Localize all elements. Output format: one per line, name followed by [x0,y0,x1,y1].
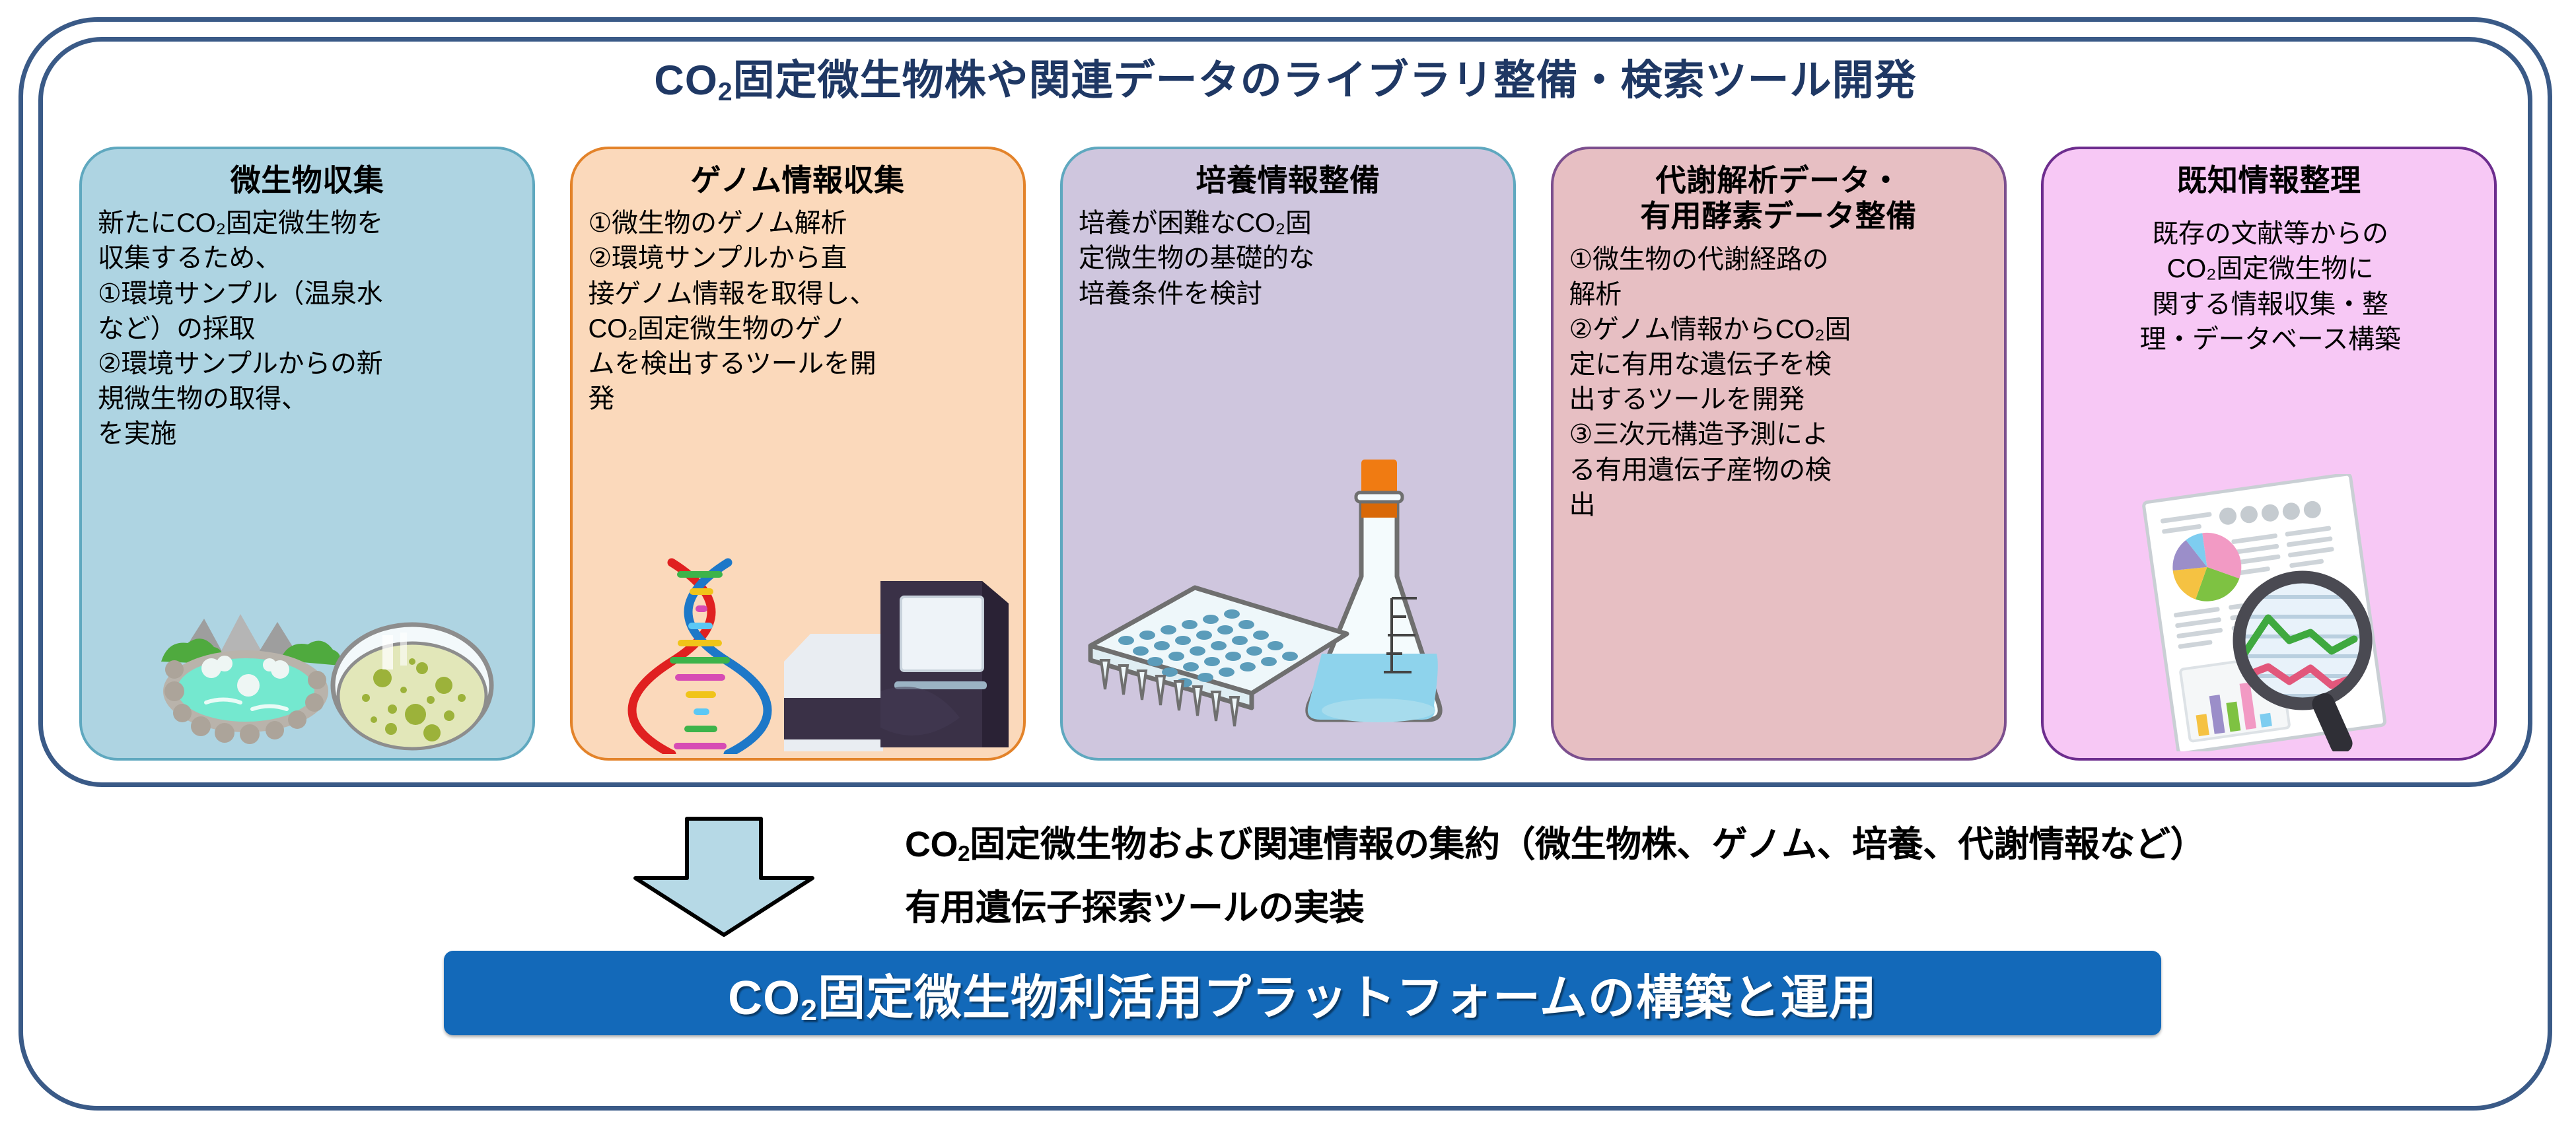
body-line: 培養条件を検討 [1079,279,1262,308]
summary-pre: CO [905,825,958,864]
body-line: ②環境サンプルからの新 [98,349,383,379]
body-line: 培養が困難なCO₂固 [1079,209,1312,238]
report-and-magnifier-icon [2044,472,2494,755]
body-line: 接ゲノム情報を取得し、 [588,279,877,308]
body-line: ①微生物のゲノム解析 [588,209,847,238]
panel-heading-line: 微生物収集 [230,163,384,197]
body-line: 出 [1569,490,1596,520]
panel-body: ①微生物のゲノム解析 ②環境サンプルから直 接ゲノム情報を取得し、 CO₂固定微… [573,198,1023,417]
body-line: 理・データベース構築 [2139,324,2401,354]
panel-heading-line: 既知情報整理 [2176,163,2361,197]
body-line: ②環境サンプルから直 [588,244,847,273]
body-line: 発 [588,384,615,414]
body-line: 既存の文献等からの [2152,219,2388,249]
hot-spring-and-petri-dish-icon [82,556,532,754]
summary-subscript: 2 [958,842,970,867]
title-post: 固定微生物株や関連データのライブラリ整備・検索ツール開発 [733,57,1917,104]
panel-heading-line: 代謝解析データ・ [1655,163,1902,197]
body-line: など）の採取 [98,314,256,343]
body-line: ①環境サンプル（温泉水 [98,279,383,308]
panel-heading: 既知情報整理 [2044,149,2494,198]
panel-heading-line: ゲノム情報収集 [690,163,905,197]
body-line: 解析 [1569,279,1622,309]
panel-heading-line: 培養情報整備 [1196,163,1380,197]
title-pre: CO [654,57,718,104]
title-subscript: 2 [717,77,733,106]
platform-banner[interactable]: CO2固定微生物利活用プラットフォームの構築と運用 [444,951,2161,1035]
upper-section-frame [38,37,2532,787]
panel-body: 既存の文献等からの CO₂固定微生物に 関する情報収集・整 理・データベース構築 [2044,198,2494,357]
panel-row: 微生物収集 新たにCO₂固定微生物を 収集するため、 ①環境サンプル（温泉水 な… [79,147,2497,761]
summary-line-1: CO2固定微生物および関連情報の集約（微生物株、ゲノム、培養、代謝情報など） [905,815,2206,867]
body-line: 定微生物の基礎的な [1079,244,1315,273]
panel-metabolic-analysis-enzyme-data[interactable]: 代謝解析データ・ 有用酵素データ整備 ①微生物の代謝経路の 解析 ②ゲノム情報か… [1550,147,2007,761]
body-line: る有用遺伝子産物の検 [1569,455,1832,485]
panel-body: ①微生物の代謝経路の 解析 ②ゲノム情報からCO₂固 定に有用な遺伝子を検 出す… [1554,234,2004,524]
body-line: ①微生物の代謝経路の [1569,244,1829,274]
body-line: ②ゲノム情報からCO₂固 [1569,314,1851,344]
down-arrow-icon [614,813,832,939]
well-plate-and-flask-icon [1063,448,1513,758]
panel-heading: 微生物収集 [82,149,532,198]
body-line: CO₂固定微生物に [2166,254,2374,284]
body-line: 出するツールを開発 [1569,385,1805,415]
banner-pre: CO [728,971,801,1025]
panel-heading: 培養情報整備 [1063,149,1513,198]
panel-genome-information-collection[interactable]: ゲノム情報収集 ①微生物のゲノム解析 ②環境サンプルから直 接ゲノム情報を取得し… [569,147,1026,761]
banner-post: 固定微生物利活用プラットフォームの構築と運用 [817,971,1877,1025]
body-line: ③三次元構造予測によ [1569,420,1829,450]
panel-heading-line: 有用酵素データ整備 [1640,199,1917,234]
banner-label: CO2固定微生物利活用プラットフォームの構築と運用 [728,959,1877,1028]
body-line: 関する情報収集・整 [2152,289,2388,319]
panel-culture-information[interactable]: 培養情報整備 培養が困難なCO₂固 定微生物の基礎的な 培養条件を検討 [1060,147,1516,761]
body-line: ムを検出するツールを開 [588,349,877,379]
body-line: 収集するため、 [98,244,281,273]
panel-known-information-organizing[interactable]: 既知情報整理 既存の文献等からの CO₂固定微生物に 関する情報収集・整 理・デ… [2041,147,2497,761]
summary-post: 固定微生物および関連情報の集約（微生物株、ゲノム、培養、代謝情報など） [970,825,2206,864]
summary-line-2: 有用遺伝子探索ツールの実装 [905,888,1365,928]
panel-body: 新たにCO₂固定微生物を 収集するため、 ①環境サンプル（温泉水 など）の採取 … [82,198,532,452]
outer-frame [18,17,2552,1111]
panel-heading: ゲノム情報収集 [573,149,1023,198]
body-line: 規微生物の取得、 [98,384,308,414]
body-line: を実施 [98,419,177,449]
page-title: CO2固定微生物株や関連データのライブラリ整備・検索ツール開発 [38,57,2532,106]
body-line: 新たにCO₂固定微生物を [98,209,383,238]
banner-subscript: 2 [801,994,818,1027]
panel-microbe-collection[interactable]: 微生物収集 新たにCO₂固定微生物を 収集するため、 ①環境サンプル（温泉水 な… [79,147,535,761]
panel-body: 培養が困難なCO₂固 定微生物の基礎的な 培養条件を検討 [1063,198,1513,312]
body-line: CO₂固定微生物のゲノ [588,314,847,343]
dna-helix-and-sequencer-icon [573,556,1023,758]
panel-heading: 代謝解析データ・ 有用酵素データ整備 [1554,149,2004,234]
body-line: 定に有用な遺伝子を検 [1569,350,1832,380]
